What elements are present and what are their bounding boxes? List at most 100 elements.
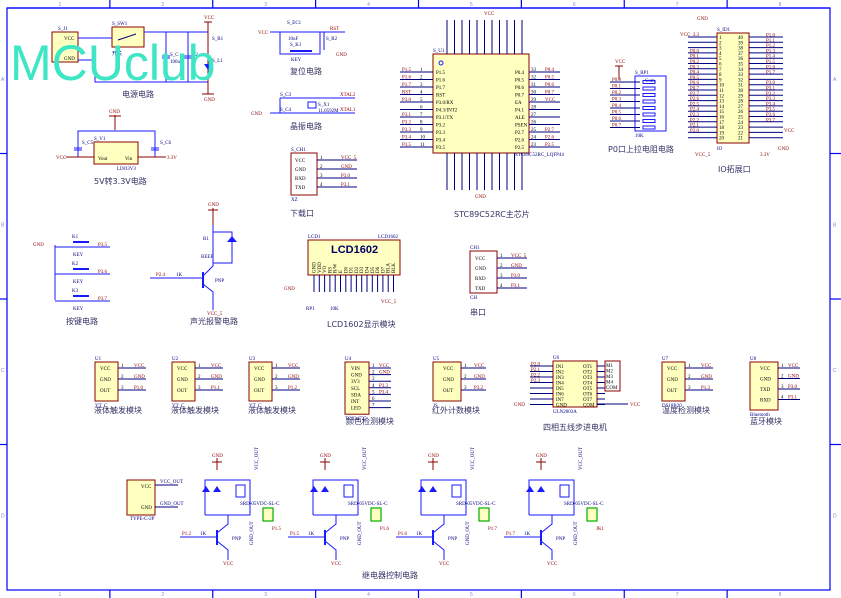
pin-name: OUT bbox=[254, 389, 264, 394]
net-label: GND_OUT bbox=[466, 521, 471, 545]
pin-name: P2.7 bbox=[515, 131, 525, 136]
reset-circuit: VCC S_EC1 10uF S_K1 KEY S_R2 RST GND 复位电… bbox=[258, 21, 347, 76]
pin-name: OT2 bbox=[583, 371, 593, 376]
pin-number: 3 bbox=[320, 174, 323, 179]
pin-number: 2 bbox=[781, 375, 784, 380]
net-label: VCC bbox=[331, 562, 342, 567]
net-label: RST bbox=[330, 27, 339, 32]
lcd-pin-name: GND bbox=[313, 262, 318, 273]
pin-name: GND bbox=[443, 378, 454, 383]
pin-number: 2 bbox=[275, 375, 278, 380]
pin-name: VCC bbox=[295, 159, 306, 164]
net-label: P0.7 bbox=[545, 91, 555, 96]
pin-number: 37 bbox=[738, 52, 744, 57]
pin-number: 32 bbox=[531, 76, 537, 81]
pin-name: OUT bbox=[443, 389, 453, 394]
net-label: P3.7 bbox=[98, 297, 108, 302]
lcd-pin-name: D3 bbox=[360, 266, 365, 273]
net-label: P3.2 bbox=[474, 386, 484, 391]
resistor bbox=[642, 80, 656, 84]
part: YT_C bbox=[95, 404, 108, 409]
pin-number: 5 bbox=[372, 390, 375, 395]
net-label: GND_OUT bbox=[574, 521, 579, 545]
part: ULN2003A bbox=[553, 410, 577, 415]
typec-module: VCC GND VCC_OUT GND_OUT TYPE-C-2P bbox=[126, 479, 184, 522]
net-label: P3.4 bbox=[766, 102, 776, 107]
ldo-chip bbox=[93, 141, 139, 165]
relay-part: SRD-05VDC-SL-C bbox=[456, 502, 496, 507]
net-label: P3.5 bbox=[98, 243, 108, 248]
key-label: KEY bbox=[73, 307, 84, 312]
pin-number: 26 bbox=[738, 110, 744, 115]
key-label: KEY bbox=[73, 253, 84, 258]
pin-name: TXD bbox=[295, 186, 306, 191]
net-label: GND bbox=[320, 454, 331, 459]
net-label: P3.3 bbox=[402, 128, 412, 133]
vcc-label: VCC bbox=[204, 16, 215, 21]
part: CH bbox=[470, 296, 477, 301]
pin-name: VIN bbox=[351, 367, 360, 372]
net-label: P3.1 bbox=[402, 113, 412, 118]
net-label: GND bbox=[288, 375, 299, 380]
lcd-pin-name: D7 bbox=[381, 266, 386, 273]
motor-pin: M2 bbox=[606, 370, 613, 375]
net-label: P0.5 bbox=[690, 76, 700, 81]
pin-name: P2.5 bbox=[515, 146, 525, 151]
net-label: P3.0 bbox=[788, 385, 798, 390]
pin-number: 4 bbox=[320, 183, 323, 188]
pin-number: 2 bbox=[372, 371, 375, 376]
terminal-block bbox=[370, 507, 382, 522]
net-label: P3.5 bbox=[402, 143, 412, 148]
net-label: VCC_OUT bbox=[363, 447, 368, 470]
net-label: P2.2 bbox=[690, 118, 700, 123]
net-label: P3.6 bbox=[766, 113, 776, 118]
ref: U2 bbox=[172, 357, 179, 362]
net-label: P1.5 bbox=[402, 68, 412, 73]
zone-label: 4 bbox=[367, 592, 370, 598]
net-label: P3.4 bbox=[402, 136, 412, 141]
pin-number: 11 bbox=[719, 89, 724, 94]
pin-number: 9 bbox=[719, 78, 722, 83]
pin-name: P4.1 bbox=[515, 109, 525, 114]
cap-ref: S_EC1 bbox=[287, 21, 302, 26]
pin-name: IN3 bbox=[556, 376, 564, 381]
pin-number: 3 bbox=[121, 386, 124, 391]
net-label: GND bbox=[428, 454, 439, 459]
alarm-circuit: GND B1 BEEP P2.4 1K PNP VCC_5 声光报警电路 bbox=[150, 203, 238, 326]
pin-number: 32 bbox=[738, 78, 744, 83]
net-label: P0.6 bbox=[545, 83, 555, 88]
motor-pin: M1 bbox=[606, 364, 613, 369]
pin-number: 28 bbox=[531, 106, 537, 111]
pin-name: GND bbox=[295, 168, 306, 173]
ref: U8 bbox=[750, 357, 757, 362]
zone-label: A bbox=[1, 77, 5, 83]
net-label: VCC bbox=[630, 403, 641, 408]
ref: U5 bbox=[433, 357, 440, 362]
net-label: P1.7 bbox=[766, 71, 776, 76]
pin-name: VCC bbox=[177, 367, 188, 372]
buzzer-ref: B1 bbox=[203, 237, 209, 242]
xtal-ref: S_X1 bbox=[318, 103, 330, 108]
pin-number: 3 bbox=[500, 274, 503, 279]
pin-number: 5 bbox=[420, 98, 423, 103]
pin-number: 30 bbox=[531, 91, 537, 96]
pin-number: 17 bbox=[719, 121, 725, 126]
lcd-pin-name: D0 bbox=[344, 266, 349, 273]
zone-label: D bbox=[833, 513, 837, 519]
net-label: P0.4 bbox=[545, 68, 555, 73]
pin-number: 23 bbox=[531, 143, 537, 148]
pin-name: RST bbox=[436, 94, 445, 99]
pin-number: 8 bbox=[420, 121, 423, 126]
pin-name: 3V3 bbox=[351, 380, 360, 385]
net-label: GND bbox=[379, 371, 390, 376]
ldo-circuit: GND S_V1 Vout Vin LDO3V3 S_C5 S_C6 VCC 3… bbox=[56, 110, 177, 186]
net-label: P2.0 bbox=[531, 363, 541, 368]
pin-number: 3 bbox=[420, 83, 423, 88]
pin-number: 2 bbox=[420, 76, 423, 81]
net-label: GND bbox=[211, 375, 222, 380]
zone-label: C bbox=[833, 368, 837, 374]
